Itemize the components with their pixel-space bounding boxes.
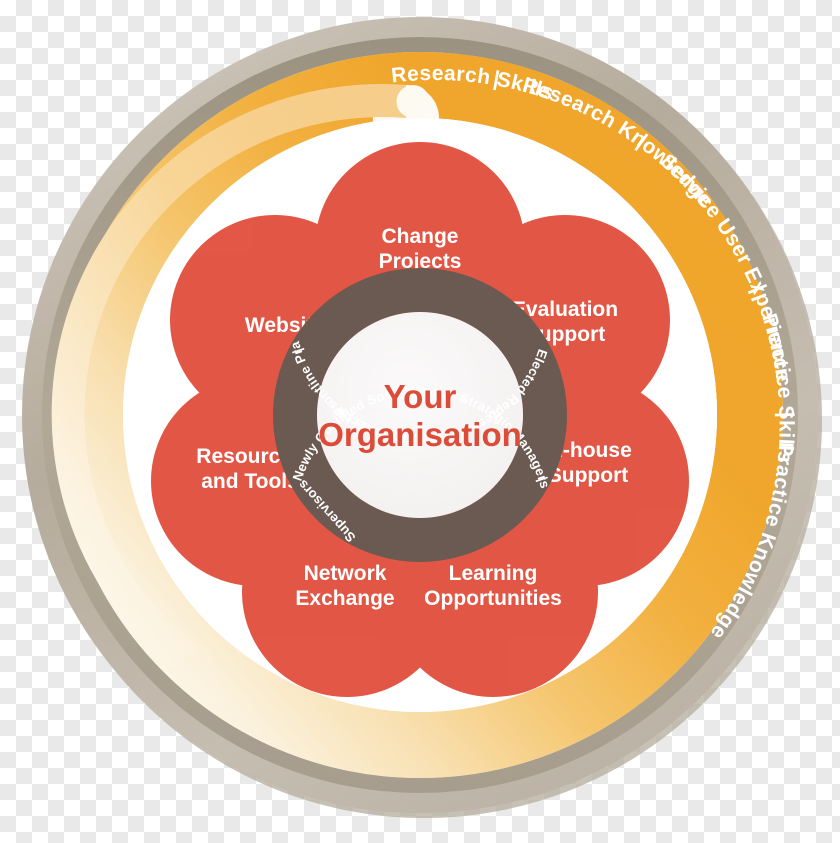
inner-separator-4: | [391,429,398,444]
svg-text:Network: Network [304,562,387,585]
svg-text:Change: Change [381,225,458,248]
petal-label-in-house-support: In-house Support [544,439,632,487]
svg-text:Learning: Learning [449,562,538,585]
petal-labels: Change Projects Evaluation Support In-ho… [196,225,631,610]
petal-label-change-projects: Change Projects [379,225,462,273]
inner-audience-ring [273,268,567,562]
svg-text:Opportunities: Opportunities [424,587,562,610]
svg-text:Resources: Resources [196,445,303,468]
ring-fade-overlay [51,84,430,670]
petal-label-evaluation-support: Evaluation Support [512,298,618,346]
inner-separator-3: | [535,475,550,483]
svg-text:Evaluation: Evaluation [512,298,618,321]
center-line-1: Your [384,378,457,415]
outer-separator-1: | [492,67,502,91]
svg-text:In-house: In-house [544,439,632,462]
svg-text:and Tools: and Tools [201,470,299,493]
center-text-group: Your Organisation [318,378,522,453]
outer-separator-4: | [774,411,797,418]
svg-text:Projects: Projects [379,250,462,273]
petal-label-resources-and-tools: Resources and Tools [196,445,303,493]
inner-separator-1: | [289,347,304,355]
svg-text:Exchange: Exchange [295,587,394,610]
petal-label-learning-opportunities: Learning Opportunities [424,562,562,610]
petal-label-network-exchange: Network Exchange [295,562,394,610]
inner-separator-2: | [444,386,451,401]
inner-separator-5: | [344,412,355,427]
center-line-2: Organisation [318,416,522,453]
svg-text:Support: Support [548,464,628,487]
